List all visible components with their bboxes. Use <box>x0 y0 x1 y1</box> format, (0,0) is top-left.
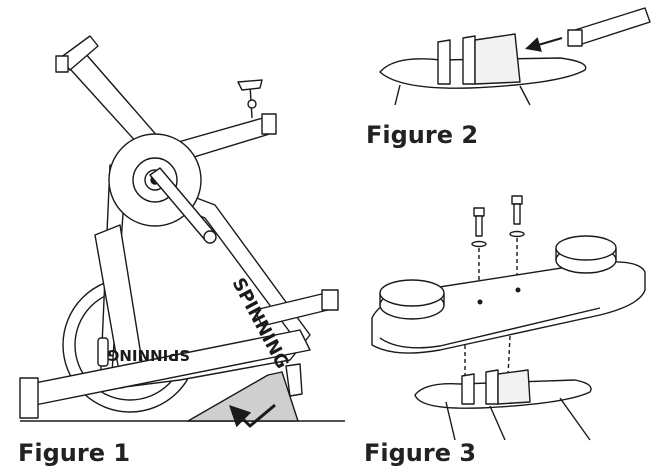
stabilizer-foot-right <box>555 235 617 274</box>
brand-logo-lower: SPINNING <box>107 346 190 364</box>
leader-line <box>489 405 506 441</box>
tray-leg-right <box>519 85 531 106</box>
stabilizer-foot-left <box>379 279 445 320</box>
bolt-icon <box>509 195 525 238</box>
seat-tube-cap <box>261 113 277 135</box>
seat-knob <box>237 79 263 91</box>
bracket-wall-right <box>462 35 476 85</box>
bracket-wall-left <box>437 39 451 85</box>
stabilizer-bar <box>574 7 651 45</box>
lower-bracket-wall-left <box>461 373 475 405</box>
seat-knob-collar <box>247 99 257 109</box>
figure-1-bike: SPINNING SPINNING <box>19 35 345 428</box>
guide-line <box>507 335 511 377</box>
bolt-icon <box>471 207 487 248</box>
lower-bracket-wall-right <box>485 369 499 405</box>
rear-stabilizer-knob <box>321 289 339 311</box>
front-foot <box>19 377 39 419</box>
tray-leg-left <box>394 84 401 106</box>
bar-end-cap <box>567 29 583 47</box>
arrow-icon <box>229 403 276 428</box>
pedal-spindle <box>203 230 217 244</box>
leader-line <box>559 397 591 441</box>
figure-3-caption: Figure 3 <box>364 439 477 467</box>
arrow-icon <box>525 36 563 52</box>
washer-icon <box>471 240 487 248</box>
base-stabilizer <box>187 371 299 422</box>
leveler-foot <box>285 363 303 397</box>
lower-bracket-slot <box>497 369 531 405</box>
figure-3-assembly <box>371 195 646 441</box>
stabilizer-rim <box>379 307 601 349</box>
figure-2-bracket <box>379 7 651 106</box>
figure-2-caption: Figure 2 <box>366 121 479 149</box>
figure-1-caption: Figure 1 <box>18 439 131 467</box>
bracket-slot <box>474 33 521 85</box>
washer-icon <box>509 230 525 238</box>
brake-knob <box>97 337 109 367</box>
handlebar-end <box>55 55 69 73</box>
leader-line <box>445 401 456 441</box>
